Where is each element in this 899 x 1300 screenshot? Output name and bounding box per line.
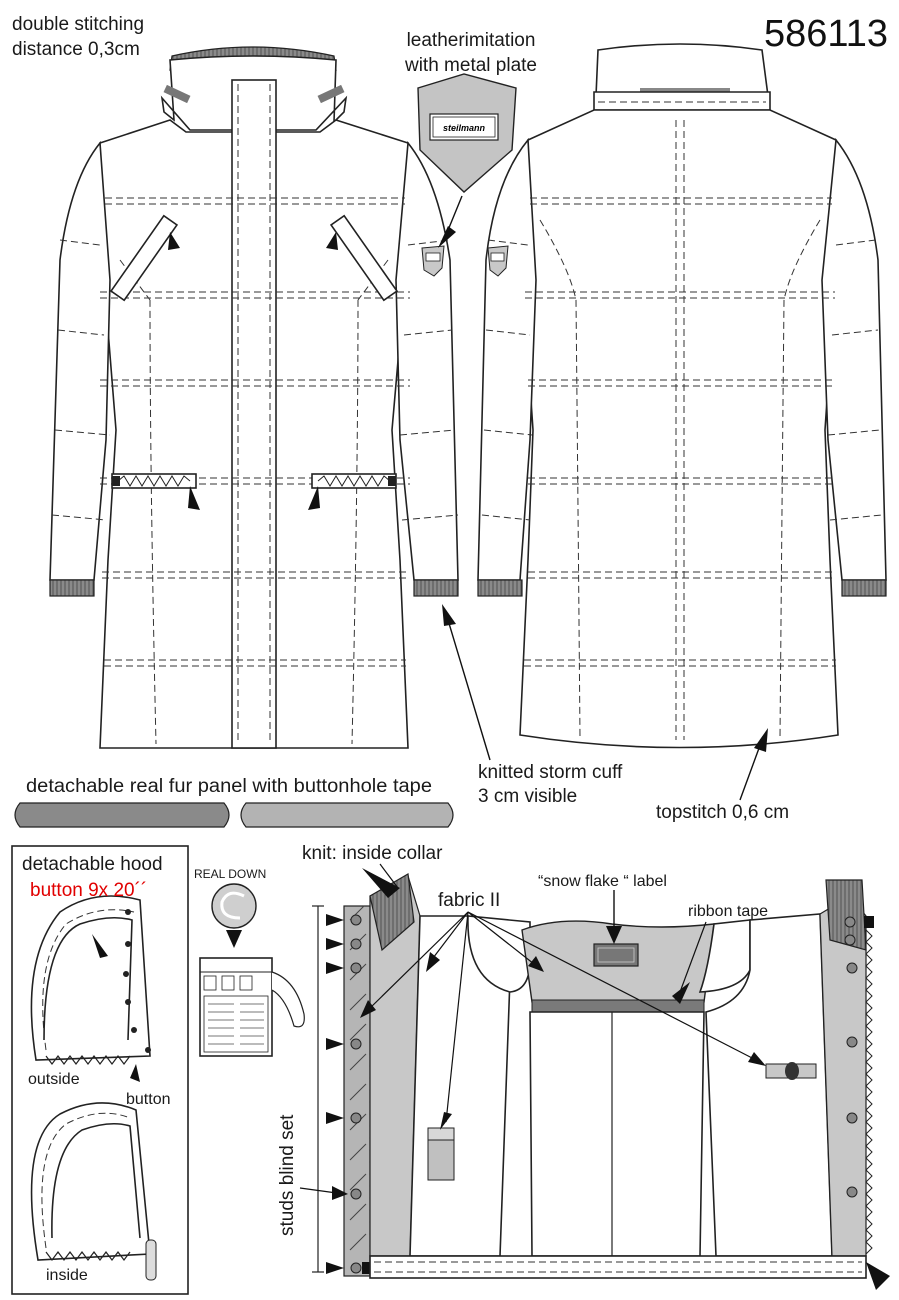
- label-double-stitching-2: distance 0,3cm: [12, 39, 140, 60]
- label-ribbon-tape: ribbon tape: [688, 903, 768, 920]
- back-quilting-lines: [481, 120, 883, 740]
- leather-badge-callout: steilmann: [417, 73, 517, 248]
- label-inside: inside: [46, 1267, 88, 1284]
- front-placket: [231, 79, 277, 749]
- inside-left-collar-knit: [369, 873, 415, 952]
- zip-pocket-right: [308, 473, 397, 510]
- chest-pocket-right: [329, 214, 399, 302]
- label-hood-button: button 9x 20´´: [30, 880, 147, 901]
- metal-plate: [429, 113, 499, 141]
- cuff-arrow: [442, 604, 456, 626]
- label-hood-title: detachable hood: [22, 854, 163, 875]
- label-fur-panel: detachable real fur panel with buttonhol…: [26, 776, 432, 797]
- label-leather-2: with metal plate: [404, 55, 537, 76]
- label-leather-1: leatherimitation: [407, 30, 536, 51]
- back-collar-stripe: [640, 88, 730, 94]
- back-cuff-right: [841, 579, 887, 597]
- article-number: 586113: [764, 13, 888, 55]
- label-storm-cuff-2: 3 cm visible: [478, 786, 577, 807]
- label-snow-flake: “snow flake “ label: [538, 873, 667, 890]
- hood-inside-sketch: [30, 1102, 157, 1281]
- collar-strap-right: [317, 84, 345, 104]
- collar-strap-left: [163, 84, 191, 104]
- label-topstitch: topstitch 0,6 cm: [656, 802, 789, 823]
- label-real-down: REAL DOWN: [194, 867, 266, 881]
- back-collar: [595, 43, 769, 97]
- plate-text: steilmann: [443, 123, 486, 133]
- fur-panel-left: [14, 802, 230, 828]
- back-body: [514, 109, 849, 749]
- label-studs: studs blind set: [277, 1114, 298, 1236]
- front-jacket-sketch: [49, 46, 459, 749]
- back-jacket-sketch: [477, 43, 887, 749]
- label-double-stitching-1: double stitching: [12, 14, 144, 35]
- back-sleeve-left: [477, 137, 537, 581]
- hood-outside-sketch: [30, 895, 151, 1082]
- front-sleeve-left: [49, 140, 111, 581]
- zip-pocket-left: [111, 473, 200, 510]
- real-down-tag: [199, 883, 305, 1057]
- front-sleeve-right: [395, 140, 459, 581]
- topstitch-arrow: [754, 728, 768, 752]
- snow-flake-label: [593, 943, 639, 967]
- chest-pocket-left: [109, 214, 179, 302]
- back-cuff-left: [477, 579, 523, 597]
- front-cuff-left: [49, 579, 95, 597]
- label-outside: outside: [28, 1071, 80, 1088]
- fur-panel-right: [240, 802, 454, 828]
- label-button: button: [126, 1091, 170, 1108]
- front-cuff-right: [413, 579, 459, 597]
- back-sleeve-right: [821, 137, 887, 581]
- label-storm-cuff-1: knitted storm cuff: [478, 762, 623, 783]
- label-knit-collar: knit: inside collar: [302, 843, 443, 864]
- inside-hem-band: [369, 1255, 867, 1279]
- studs-strip: [343, 905, 371, 1277]
- inside-right-collar-knit: [825, 879, 867, 951]
- back-collar-band: [593, 91, 771, 111]
- label-fabric-ii: fabric II: [438, 890, 500, 911]
- inside-view-sketch: [299, 863, 890, 1290]
